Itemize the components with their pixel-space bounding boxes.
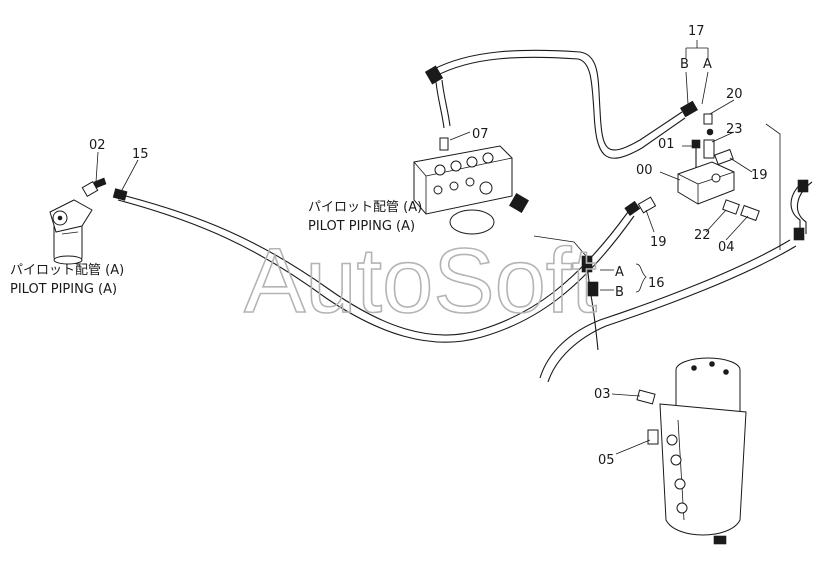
hose-15: [112, 188, 641, 343]
pilot-piping-left-jp: パイロット配管 (A): [10, 263, 124, 278]
bolt-01: [691, 139, 701, 168]
callout-23: 23: [726, 122, 743, 137]
fitting-19-mid: [637, 196, 657, 214]
leader-07: [449, 131, 471, 141]
swivel-joint: [659, 357, 747, 545]
callout-16: 16: [648, 276, 665, 291]
watermark: AutoSoft: [244, 230, 597, 332]
callout-16-a: A: [615, 265, 624, 280]
callout-22: 22: [694, 228, 711, 243]
fitting-19-right: [714, 148, 734, 166]
callout-02: 02: [89, 138, 106, 153]
callout-03: 03: [594, 387, 611, 402]
bracket-line-right: [765, 123, 781, 250]
pilot-piping-left-en: PILOT PIPING (A): [10, 282, 117, 297]
leader-lines: [95, 40, 753, 455]
fitting-03: [636, 389, 656, 405]
pilot-piping-mid-jp: パイロット配管 (A): [308, 200, 422, 215]
bracket-line-upper: [533, 235, 587, 257]
callout-16-b: B: [615, 285, 624, 300]
pilot-filter-assembly: [49, 199, 93, 265]
hose-right: [539, 179, 813, 383]
callout-17-a: A: [703, 57, 712, 72]
fitting-20-23: [703, 113, 715, 159]
fitting-02: [81, 177, 107, 198]
callout-05: 05: [598, 453, 615, 468]
callout-17-b: B: [680, 57, 689, 72]
callout-07: 07: [472, 127, 489, 142]
callout-20: 20: [726, 87, 743, 102]
callout-00: 00: [636, 163, 653, 178]
callout-19-right: 19: [751, 168, 768, 183]
manifold-block: [677, 161, 735, 205]
callout-19-mid: 19: [650, 235, 667, 250]
callout-04: 04: [718, 240, 735, 255]
callout-17: 17: [688, 24, 705, 39]
hose-upper: [424, 49, 698, 159]
callout-15: 15: [132, 147, 149, 162]
fitting-05: [647, 429, 659, 445]
pilot-valve: [413, 137, 529, 235]
pilot-piping-mid-en: PILOT PIPING (A): [308, 219, 415, 234]
callout-01: 01: [658, 137, 675, 152]
fittings-22-04: [722, 199, 760, 222]
hose-16: [581, 255, 599, 351]
